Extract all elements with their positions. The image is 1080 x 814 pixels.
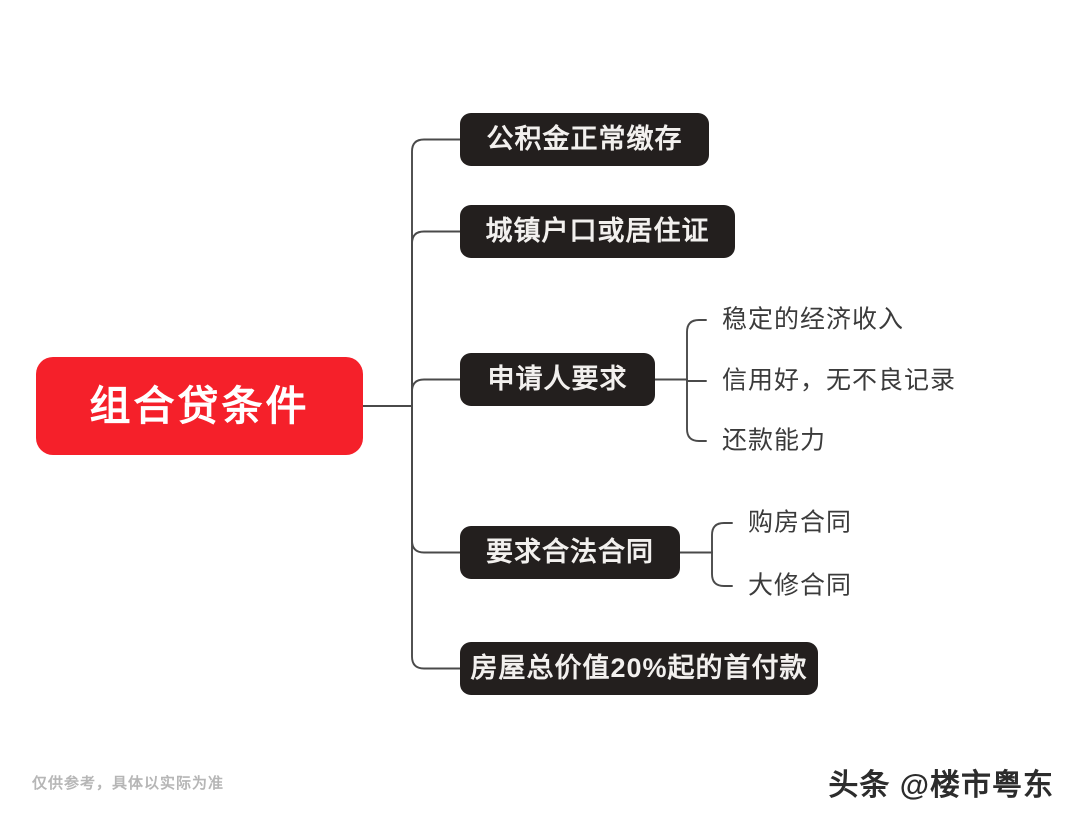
- connector-leaf-4-1: [711, 522, 733, 554]
- connector-leaf-3-3: [686, 378, 707, 442]
- branch-node-2-label: 城镇户口或居住证: [485, 216, 710, 246]
- branch-node-3[interactable]: 申请人要求: [460, 353, 655, 406]
- leaf-label-credit[interactable]: 信用好，无不良记录: [722, 366, 957, 395]
- connector-branch-2: [411, 230, 461, 407]
- root-node-label: 组合贷条件: [89, 382, 310, 429]
- branch-node-3-label: 申请人要求: [487, 364, 628, 394]
- connector-branch-1: [411, 138, 461, 407]
- leaf-label-repayment[interactable]: 还款能力: [722, 426, 827, 455]
- watermark: 头条 @楼市粤东: [828, 769, 1054, 802]
- branch-node-5[interactable]: 房屋总价值20%起的首付款: [460, 642, 818, 695]
- connector-branch-3: [411, 378, 461, 407]
- connector-leaf-4-2: [711, 551, 733, 587]
- leaf-label-purchase-contract[interactable]: 购房合同: [748, 508, 853, 537]
- branch-node-5-label: 房屋总价值20%起的首付款: [470, 653, 808, 683]
- branch-node-1-label: 公积金正常缴存: [486, 124, 683, 154]
- branch-node-1[interactable]: 公积金正常缴存: [460, 113, 709, 166]
- branch-node-4-label: 要求合法合同: [486, 537, 654, 567]
- leaf-label-income[interactable]: 稳定的经济收入: [722, 305, 905, 334]
- branch-node-4[interactable]: 要求合法合同: [460, 526, 680, 579]
- branch-node-2[interactable]: 城镇户口或居住证: [460, 205, 735, 258]
- connector-leaf-3-1: [686, 319, 707, 381]
- connector-branch-4: [411, 405, 461, 554]
- root-node[interactable]: 组合贷条件: [36, 357, 363, 455]
- disclaimer-note: 仅供参考，具体以实际为准: [32, 775, 225, 792]
- leaf-label-renovation-contract[interactable]: 大修合同: [748, 571, 853, 600]
- connector-branch-5: [411, 405, 461, 670]
